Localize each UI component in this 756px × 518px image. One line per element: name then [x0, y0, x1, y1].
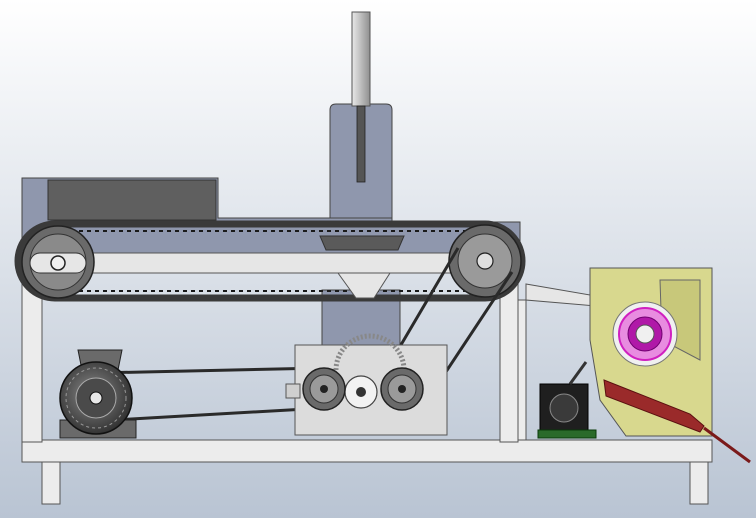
lifting-rod: [351, 11, 371, 183]
drive-pulley-right: [380, 367, 424, 411]
cutting-blade: [603, 379, 751, 464]
stepper-motor: [537, 361, 597, 439]
feed-roller: [612, 301, 678, 367]
hopper: [319, 235, 405, 299]
base-frame: [21, 281, 713, 505]
drive-pulley-left: [302, 367, 346, 411]
electric-motor: [59, 349, 137, 439]
left-pulley: [21, 225, 95, 299]
right-pulley: [448, 224, 522, 298]
